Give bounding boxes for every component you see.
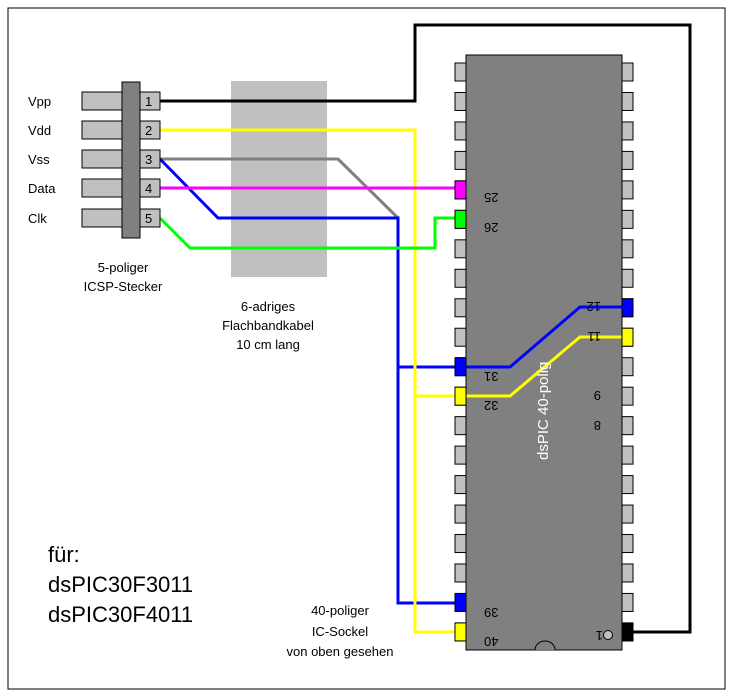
chip-pin-20 [621,62,634,82]
chip-pin-10 [621,357,634,377]
chip-pin-34 [454,445,467,465]
wires [158,23,692,634]
chip-pin-16 [621,180,634,200]
chip-pin-17 [621,150,634,170]
pin-label-25: 25 [484,190,498,205]
chip-pin-9 [621,386,634,406]
pin-label-1: 1 [596,628,603,643]
chip-pin-7 [621,445,634,465]
signal-label: Data [28,181,56,196]
wire-vdd-11 [466,335,622,398]
chip-pin-29 [454,298,467,318]
connector-pin-body [81,208,123,228]
chip-label: dsPIC 40-polig [535,362,552,460]
device-2: dsPIC30F4011 [48,602,193,627]
pin-label-32: 32 [484,398,498,413]
signal-label: Vpp [28,94,51,109]
chip-pin-15 [621,209,634,229]
connector-pin-number: 3 [145,152,152,167]
pin-label-12: 12 [587,299,601,314]
chip-pin-25-data [454,180,467,200]
chip-body [465,54,623,651]
connector-caption-2: ICSP-Stecker [84,279,163,294]
chip-pin-39-vss [454,592,467,612]
wire-vdd [160,128,455,634]
cable-caption-3: 10 cm lang [236,337,300,352]
socket-caption-1: 40-poliger [311,603,369,618]
connector-pin-body [81,120,123,140]
chip-pin-31-vss [454,357,467,377]
chip-pin-labels: 25 26 31 32 39 40 12 11 9 8 1 [484,190,603,649]
ribbon-cable [231,81,327,277]
pin-label-39: 39 [484,605,498,620]
wire-clk [158,216,455,250]
connector-pin-number: 4 [145,181,152,196]
chip-pin-33 [454,416,467,436]
pin-label-11: 11 [588,329,602,344]
signal-label: Vdd [28,123,51,138]
pin1-marker [603,630,613,640]
chip-pin-3 [621,563,634,583]
connector-pin-number: 2 [145,123,152,138]
chip-pin-14 [621,239,634,259]
chip-pin-21 [454,62,467,82]
cable-caption-1: 6-adriges [241,299,296,314]
chip-pin-40-vdd [454,622,467,642]
wire-vss [158,157,455,605]
chip-pin-35 [454,475,467,495]
chip-pin-11-vdd [621,327,634,347]
socket-caption-2: IC-Sockel [312,624,368,639]
pin-label-26: 26 [484,220,498,235]
chip-pin-8 [621,416,634,436]
connector-caption-1: 5-poliger [98,260,149,275]
pin-label-8: 8 [594,418,601,433]
chip-pin-27 [454,239,467,259]
chip-pin-26-clk [454,209,467,229]
connector-pin-number: 5 [145,211,152,226]
chip-pin-13 [621,268,634,288]
connector-pin-body [81,149,123,169]
connector-pin-body [81,91,123,111]
for-label: für: [48,542,80,567]
connector-pin-body [81,178,123,198]
signal-label: Clk [28,211,47,226]
chip-pin-38 [454,563,467,583]
cable-caption-2: Flachbandkabel [222,318,314,333]
pin-label-40: 40 [484,634,498,649]
wire-vss-12 [466,305,622,369]
signal-label: Vss [28,152,50,167]
chip-pin-18 [621,121,634,141]
pin-label-31: 31 [484,369,498,384]
chip-pin-30 [454,327,467,347]
chip-pin-5 [621,504,634,524]
chip-pin-22 [454,91,467,111]
device-1: dsPIC30F3011 [48,572,193,597]
socket-caption-3: von oben gesehen [287,644,394,659]
chip-pin-1-vpp [621,622,634,642]
chip-pin-19 [621,91,634,111]
chip-pin-12-vss [621,298,634,318]
chip-pin-2 [621,592,634,612]
pin-label-9: 9 [594,388,601,403]
chip-pin-24 [454,150,467,170]
chip-pin-6 [621,475,634,495]
chip-pin-23 [454,121,467,141]
chip-notch [534,640,556,651]
wire-shield [160,157,400,220]
chip-pin-32-vdd [454,386,467,406]
wire-vpp [160,23,692,634]
chip-pin-36 [454,504,467,524]
connector-body [121,81,141,239]
chip-pin-28 [454,268,467,288]
connector-pin-number: 1 [145,94,152,109]
chip-pin-37 [454,534,467,554]
chip-pin-4 [621,534,634,554]
